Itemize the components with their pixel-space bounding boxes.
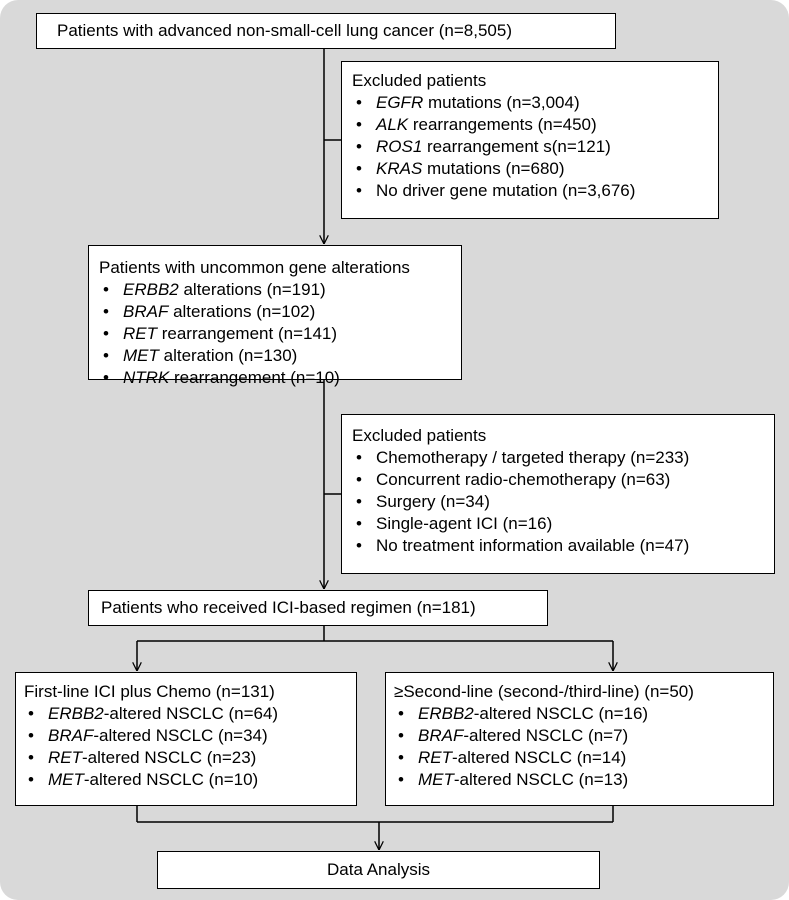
item-text: alterations (n=191): [178, 280, 326, 299]
gene-name: KRAS: [376, 159, 423, 178]
list-item: MET-altered NSCLC (n=10): [24, 769, 356, 791]
item-text: -altered NSCLC (n=13): [453, 770, 629, 789]
item-text: -altered NSCLC (n=7): [463, 726, 629, 745]
gene-name: BRAF: [48, 726, 94, 745]
item-text: rearrangement (n=141): [157, 324, 338, 343]
box-ici-regimen-title: Patients who received ICI-based regimen …: [101, 598, 476, 617]
box-excluded-patients-treatment-title: Excluded patients: [352, 426, 487, 445]
gene-name: BRAF: [123, 302, 169, 321]
list-item: NTRK rearrangement (n=10): [99, 367, 461, 389]
box-first-line-title: First-line ICI plus Chemo (n=131): [24, 682, 275, 701]
box-uncommon-alterations-title: Patients with uncommon gene alterations: [99, 258, 410, 277]
list-item: Single-agent ICI (n=16): [352, 513, 774, 535]
item-text: mutations (n=3,004): [423, 93, 580, 112]
gene-name: MET: [123, 346, 159, 365]
gene-name: ROS1: [376, 137, 423, 156]
gene-name: RET: [418, 748, 452, 767]
item-text: Single-agent ICI (n=16): [376, 514, 553, 533]
list-item: No treatment information available (n=47…: [352, 535, 774, 557]
item-text: mutations (n=680): [422, 159, 565, 178]
item-text: Chemotherapy / targeted therapy (n=233): [376, 448, 690, 467]
item-text: -altered NSCLC (n=16): [473, 704, 649, 723]
list-item: ERBB2-altered NSCLC (n=64): [24, 703, 356, 725]
list-item: ALK rearrangements (n=450): [352, 114, 718, 136]
list-item: RET-altered NSCLC (n=23): [24, 747, 356, 769]
item-text: -altered NSCLC (n=14): [452, 748, 627, 767]
item-text: rearrangements (n=450): [408, 115, 597, 134]
gene-name: ERBB2: [48, 704, 104, 723]
list-item: MET alteration (n=130): [99, 345, 461, 367]
item-text: -altered NSCLC (n=64): [103, 704, 279, 723]
box-excluded-patients-treatment: Excluded patients Chemotherapy / targete…: [341, 414, 775, 574]
item-text: Concurrent radio-chemotherapy (n=63): [376, 470, 671, 489]
list-item: No driver gene mutation (n=3,676): [352, 180, 718, 202]
box-all-patients-title: Patients with advanced non-small-cell lu…: [57, 21, 512, 40]
excluded-treatment-list: Chemotherapy / targeted therapy (n=233) …: [352, 447, 774, 557]
list-item: Chemotherapy / targeted therapy (n=233): [352, 447, 774, 469]
uncommon-alterations-list: ERBB2 alterations (n=191) BRAF alteratio…: [99, 279, 461, 389]
excluded-driver-list: EGFR mutations (n=3,004) ALK rearrangeme…: [352, 92, 718, 202]
box-first-line: First-line ICI plus Chemo (n=131) ERBB2-…: [15, 672, 357, 806]
gene-name: RET: [123, 324, 157, 343]
box-excluded-patients-driver-title: Excluded patients: [352, 71, 487, 90]
box-data-analysis-title: Data Analysis: [327, 860, 430, 879]
box-data-analysis: Data Analysis: [157, 851, 600, 889]
item-text: -altered NSCLC (n=10): [83, 770, 259, 789]
list-item: KRAS mutations (n=680): [352, 158, 718, 180]
gene-name: ERBB2: [418, 704, 474, 723]
gene-name: MET: [418, 770, 454, 789]
gene-name: MET: [48, 770, 84, 789]
list-item: Concurrent radio-chemotherapy (n=63): [352, 469, 774, 491]
list-item: MET-altered NSCLC (n=13): [394, 769, 773, 791]
list-item: RET rearrangement (n=141): [99, 323, 461, 345]
item-text: Surgery (n=34): [376, 492, 490, 511]
box-second-line-title: ≥Second-line (second-/third-line) (n=50): [394, 682, 694, 701]
list-item: ERBB2-altered NSCLC (n=16): [394, 703, 773, 725]
list-item: ERBB2 alterations (n=191): [99, 279, 461, 301]
box-uncommon-alterations: Patients with uncommon gene alterations …: [88, 245, 462, 389]
box-second-line: ≥Second-line (second-/third-line) (n=50)…: [385, 672, 774, 806]
list-item: BRAF-altered NSCLC (n=34): [24, 725, 356, 747]
list-item: Surgery (n=34): [352, 491, 774, 513]
item-text: rearrangement (n=10): [169, 368, 340, 387]
gene-name: BRAF: [418, 726, 464, 745]
item-text: -altered NSCLC (n=23): [82, 748, 257, 767]
box-excluded-patients-driver: Excluded patients EGFR mutations (n=3,00…: [341, 61, 719, 219]
item-text: -altered NSCLC (n=34): [93, 726, 268, 745]
gene-name: EGFR: [376, 93, 424, 112]
item-text: No treatment information available (n=47…: [376, 536, 690, 555]
gene-name: NTRK: [123, 368, 170, 387]
list-item: BRAF-altered NSCLC (n=7): [394, 725, 773, 747]
list-item: RET-altered NSCLC (n=14): [394, 747, 773, 769]
item-text: alterations (n=102): [168, 302, 316, 321]
list-item: EGFR mutations (n=3,004): [352, 92, 718, 114]
gene-name: RET: [48, 748, 82, 767]
gene-name: ERBB2: [123, 280, 179, 299]
gene-name: ALK: [376, 115, 409, 134]
list-item: ROS1 rearrangement s(n=121): [352, 136, 718, 158]
item-text: No driver gene mutation (n=3,676): [376, 181, 636, 200]
first-line-list: ERBB2-altered NSCLC (n=64) BRAF-altered …: [24, 703, 356, 791]
item-text: alteration (n=130): [158, 346, 298, 365]
item-text: rearrangement s(n=121): [422, 137, 611, 156]
list-item: BRAF alterations (n=102): [99, 301, 461, 323]
second-line-list: ERBB2-altered NSCLC (n=16) BRAF-altered …: [394, 703, 773, 791]
box-all-patients: Patients with advanced non-small-cell lu…: [36, 13, 616, 49]
box-ici-regimen: Patients who received ICI-based regimen …: [88, 590, 548, 626]
